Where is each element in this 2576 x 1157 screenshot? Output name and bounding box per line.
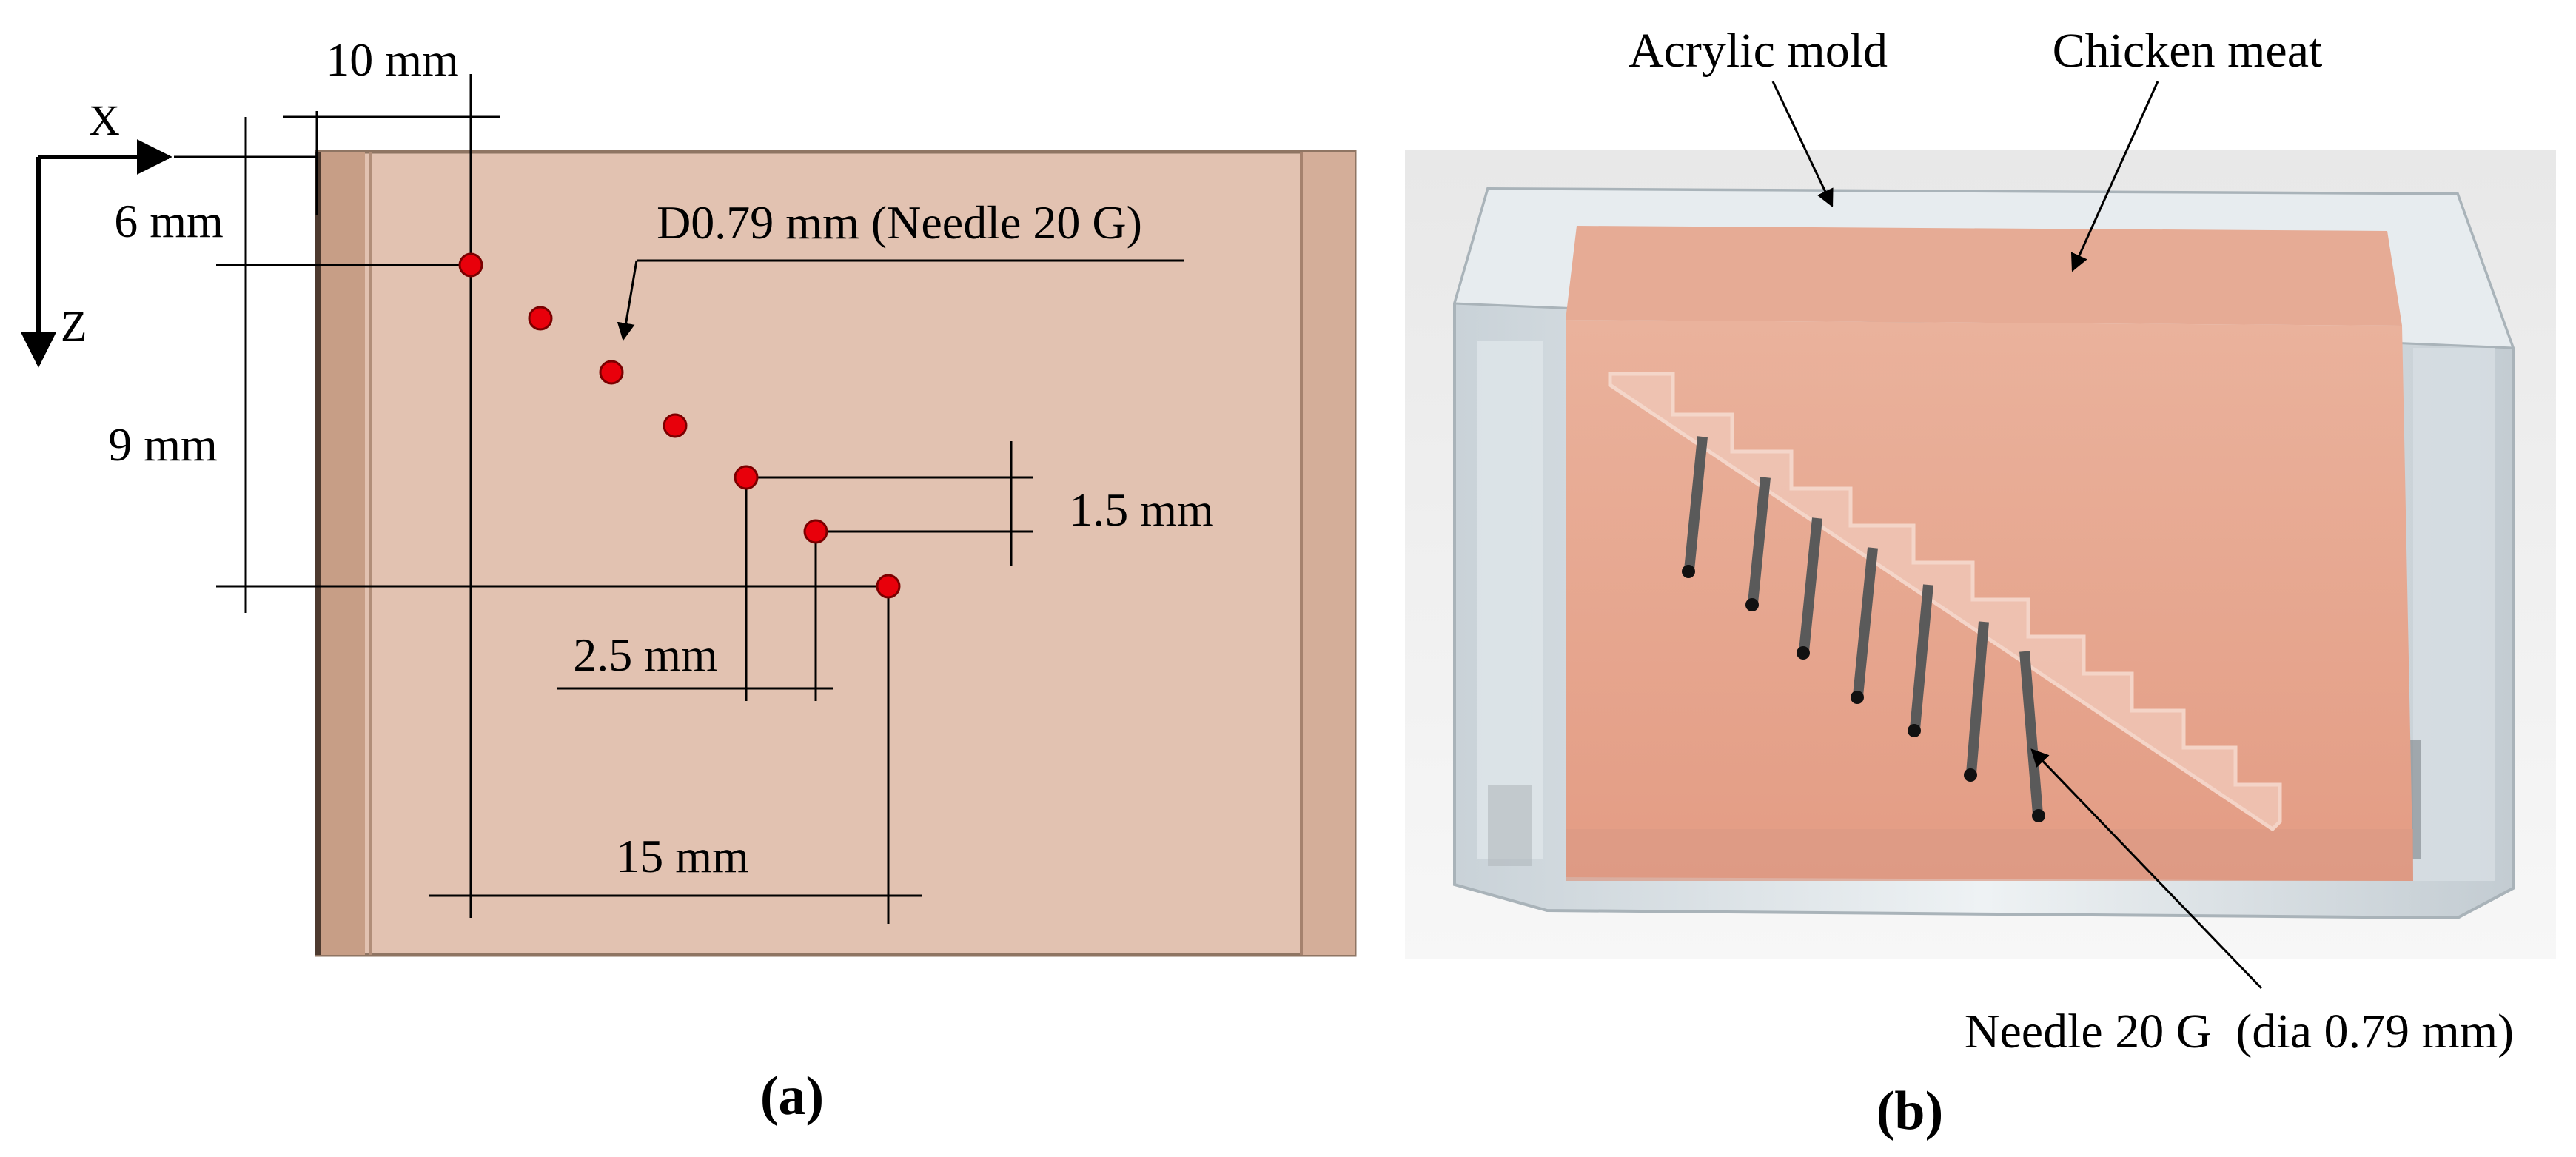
dim-left-6-label: 6 mm xyxy=(114,195,224,247)
needle xyxy=(2019,651,2045,822)
mold-block xyxy=(315,150,1357,957)
hole-label: D0.79 mm (Needle 20 G) xyxy=(657,196,1142,249)
label-acrylic-mold: Acrylic mold xyxy=(1629,24,1888,78)
stair-cut xyxy=(1608,372,2282,832)
needle xyxy=(1745,477,1771,611)
needle-label-arrow xyxy=(2030,748,2263,990)
needle-hole xyxy=(734,465,759,490)
panel-a-drawing: X Z 10 mm 6 mm 9 mm D0.79 mm (Needl xyxy=(20,33,1357,1127)
mold-right-wall xyxy=(1301,152,1355,955)
mold-left-wall xyxy=(317,152,365,955)
needle xyxy=(1851,547,1878,704)
axis-z-label: Z xyxy=(61,302,87,350)
dim-bottom-label: 15 mm xyxy=(616,830,749,882)
needle xyxy=(1682,436,1708,578)
needles xyxy=(1682,436,2045,822)
dim-dz-label: 1.5 mm xyxy=(1069,483,1214,536)
needle xyxy=(1797,517,1822,660)
needle xyxy=(1908,584,1933,737)
needle-holes xyxy=(458,252,901,599)
needle xyxy=(1964,621,1989,782)
needle-hole xyxy=(663,413,688,438)
needle-hole xyxy=(458,252,483,278)
hole-label-leader xyxy=(617,260,638,341)
meat-label-arrow xyxy=(2070,81,2159,272)
dim-left-9-label: 9 mm xyxy=(108,418,218,471)
needle-hole xyxy=(599,360,624,385)
needle-hole xyxy=(876,574,901,599)
dim-dx-label: 2.5 mm xyxy=(573,628,718,681)
panel-a-caption: (a) xyxy=(760,1066,824,1127)
dimension-lines xyxy=(216,74,1033,924)
label-chicken-meat: Chicken meat xyxy=(2053,24,2323,78)
needle-hole xyxy=(803,519,828,544)
label-needle: Needle 20 G (dia 0.79 mm) xyxy=(1965,1005,2514,1059)
needle-hole xyxy=(528,306,553,331)
dim-top-label: 10 mm xyxy=(326,33,459,86)
mold-label-arrow xyxy=(1771,81,1834,208)
panel-b-caption: (b) xyxy=(1876,1081,1943,1141)
axis-indicator: X Z xyxy=(20,96,317,368)
axis-x-label: X xyxy=(89,96,120,144)
